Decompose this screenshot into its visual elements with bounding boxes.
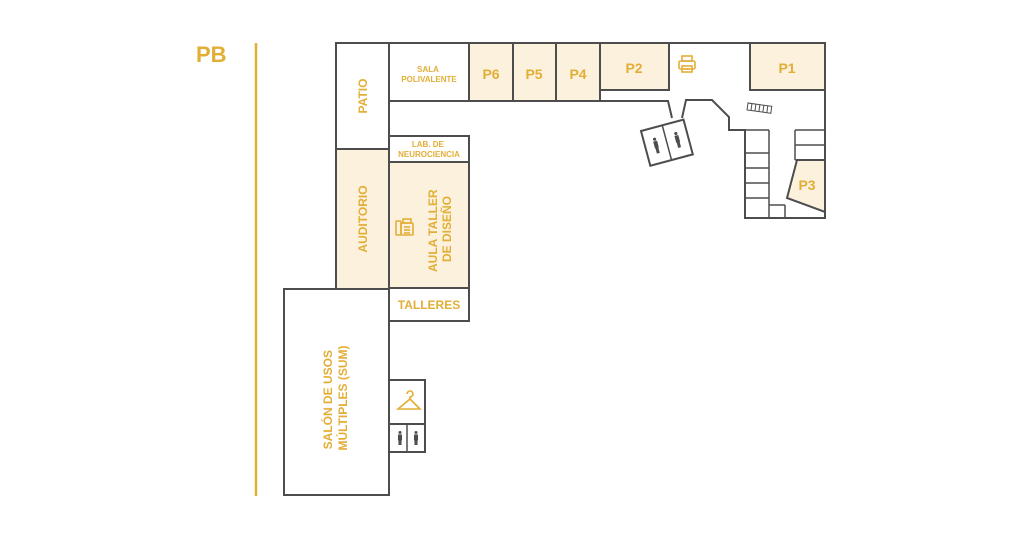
p5-label: P5 bbox=[525, 66, 542, 82]
sala-polivalente-room bbox=[388, 42, 470, 102]
lab-neurociencia-line1: LAB. DE bbox=[412, 140, 445, 149]
patio-label: PATIO bbox=[356, 79, 370, 114]
p2-label: P2 bbox=[625, 60, 642, 76]
sala-polivalente-label: SALA POLIVALENTE bbox=[401, 65, 457, 84]
auditorio-label: AUDITORIO bbox=[356, 185, 370, 252]
aula-taller-label: AULA TALLER DE DISEÑO bbox=[426, 186, 454, 272]
hanger-icon bbox=[395, 390, 422, 410]
talleres-room bbox=[388, 287, 470, 322]
sala-polivalente-line1: SALA bbox=[417, 65, 439, 74]
floor-label: PB bbox=[196, 42, 227, 67]
corridor-bottom-wall bbox=[389, 100, 673, 119]
p2-room bbox=[599, 42, 670, 91]
p1-label: P1 bbox=[778, 60, 795, 76]
talleres-label: TALLERES bbox=[398, 298, 460, 312]
printer-icon bbox=[678, 55, 696, 73]
sala-polivalente-line2: POLIVALENTE bbox=[401, 75, 457, 84]
p4-label: P4 bbox=[569, 66, 586, 82]
person-icon bbox=[414, 431, 418, 445]
sum-label: SALÓN DE USOS MÚLTIPLES (SUM) bbox=[320, 345, 350, 450]
sum-line1: SALÓN DE USOS bbox=[320, 350, 335, 449]
p1-room bbox=[749, 42, 826, 91]
aula-taller-room bbox=[388, 161, 470, 289]
fax-icon bbox=[395, 218, 414, 236]
auditorio-room bbox=[335, 148, 390, 290]
person-icon bbox=[398, 431, 402, 445]
p6-label: P6 bbox=[482, 66, 499, 82]
p3-label: P3 bbox=[798, 177, 815, 193]
person-icon bbox=[674, 131, 682, 148]
ramp-icon bbox=[746, 102, 773, 114]
sum-room bbox=[283, 288, 390, 496]
p3-room bbox=[785, 159, 826, 214]
lab-neurociencia-line2: NEUROCIENCIA bbox=[398, 150, 460, 159]
staircase bbox=[745, 129, 825, 218]
aula-taller-line1: AULA TALLER bbox=[426, 189, 440, 272]
restroom-corridor bbox=[639, 118, 695, 167]
sum-line2: MÚLTIPLES (SUM) bbox=[335, 345, 350, 450]
lab-neurociencia-label: LAB. DE NEUROCIENCIA bbox=[398, 140, 460, 159]
aula-taller-line2: DE DISEÑO bbox=[439, 196, 454, 262]
p6-room bbox=[468, 42, 514, 102]
